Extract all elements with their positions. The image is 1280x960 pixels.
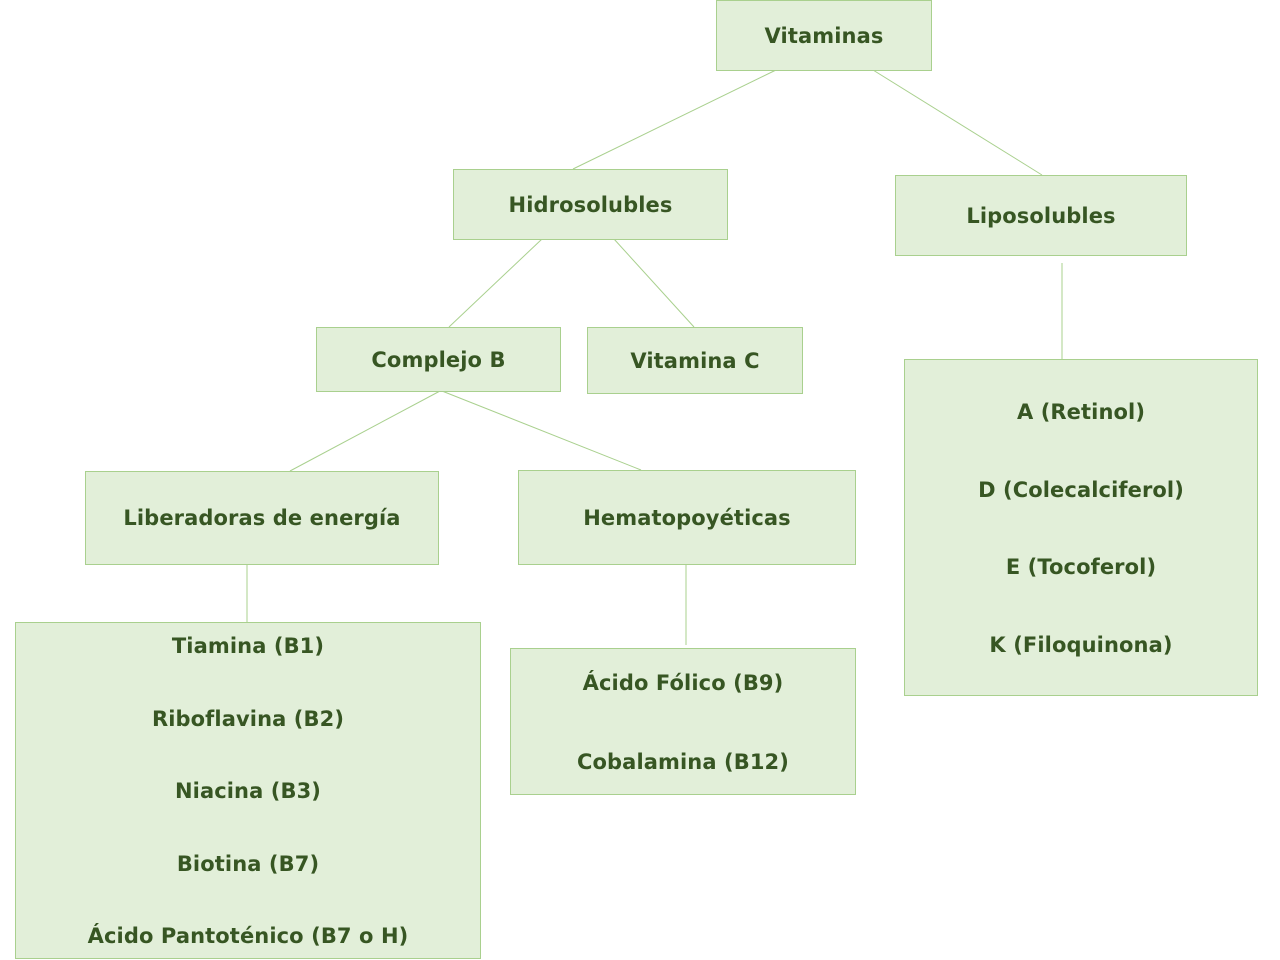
node-vitaminas: Vitaminas xyxy=(716,0,932,71)
node-label: Vitamina C xyxy=(630,348,760,373)
list-item-colecalciferol: D (Colecalciferol) xyxy=(978,477,1184,502)
list-item-retinol: A (Retinol) xyxy=(1016,400,1146,424)
connector-vitaminas-hidrosolubles xyxy=(572,69,777,170)
list-item-tiamina: Tiamina (B1) xyxy=(171,634,325,658)
node-label: Hidrosolubles xyxy=(508,192,673,217)
node-liberadoras-de-energia: Liberadoras de energía xyxy=(85,471,439,565)
list-item-filoquinona: K (Filoquinona) xyxy=(989,632,1173,657)
node-hematopoyeticas: Hematopoyéticas xyxy=(518,470,856,565)
connector-complejo-b-hemato xyxy=(441,390,642,471)
list-item-acido-pantotenico: Ácido Pantoténico (B7 o H) xyxy=(87,924,409,948)
node-hemato-list: Ácido Fólico (B9) Cobalamina (B12) xyxy=(510,648,856,795)
connector-complejo-b-liberadoras xyxy=(289,390,441,472)
node-liberadoras-list: Tiamina (B1) Riboflavina (B2) Niacina (B… xyxy=(15,622,481,959)
node-complejo-b: Complejo B xyxy=(316,327,561,392)
node-liposolubles: Liposolubles xyxy=(895,175,1187,256)
node-label: Vitaminas xyxy=(764,23,884,48)
node-label: Liposolubles xyxy=(966,203,1116,228)
list-item-niacina: Niacina (B3) xyxy=(174,779,322,803)
node-liposolubles-list: A (Retinol) D (Colecalciferol) E (Tocofe… xyxy=(904,359,1258,696)
list-item-riboflavina: Riboflavina (B2) xyxy=(151,706,345,731)
node-label: Liberadoras de energía xyxy=(123,506,401,530)
list-item-tocoferol: E (Tocoferol) xyxy=(1005,555,1157,580)
connector-hidrosolubles-vitamina-c xyxy=(613,238,695,328)
node-label: Hematopoyéticas xyxy=(583,505,791,530)
node-vitamina-c: Vitamina C xyxy=(587,327,803,394)
node-label: Complejo B xyxy=(371,347,506,372)
connector-vitaminas-liposolubles xyxy=(872,69,1043,176)
connector-hidrosolubles-complejo-b xyxy=(448,238,543,328)
node-hidrosolubles: Hidrosolubles xyxy=(453,169,728,240)
list-item-biotina: Biotina (B7) xyxy=(176,851,320,876)
list-item-acido-folico: Ácido Fólico (B9) xyxy=(582,671,784,695)
list-item-cobalamina: Cobalamina (B12) xyxy=(577,750,789,774)
